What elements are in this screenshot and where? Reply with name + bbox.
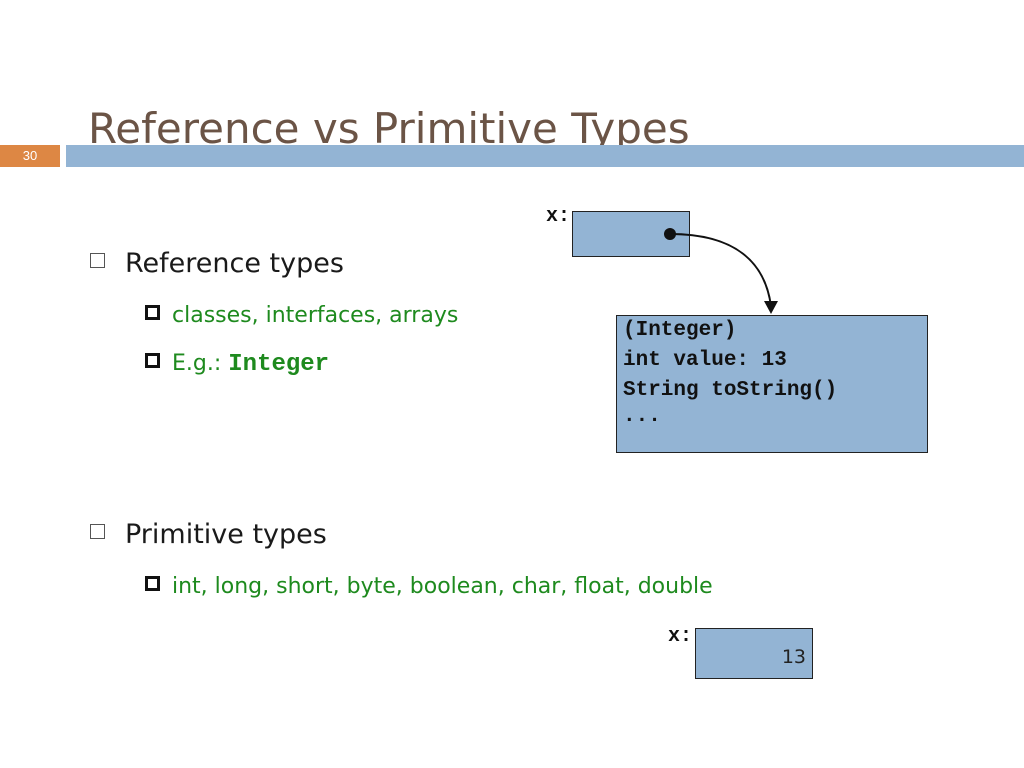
filled-square-bullet-icon [145,576,160,591]
bullet-reference-types: Reference types [90,248,344,279]
sub-bullet-label: classes, interfaces, arrays [172,303,459,328]
object-line: ... [623,405,661,428]
arrowhead-icon [764,301,778,314]
bullet-primitive-types: Primitive types [90,519,327,550]
sub-bullet-reference-example: E.g.: Integer [145,351,329,378]
ref-variable-label: x: [546,205,571,228]
hollow-square-bullet-icon [90,253,105,268]
prim-value: 13 [781,646,806,668]
bullet-reference-label: Reference types [125,248,344,279]
example-prefix: E.g.: [172,351,229,376]
bullet-primitive-label: Primitive types [125,519,327,550]
slide-title: Reference vs Primitive Types [88,104,690,153]
object-line: String toString() [623,379,838,402]
integer-object-box: (Integer) int value: 13 String toString(… [616,315,928,453]
example-code: Integer [228,351,330,378]
prim-variable-cell: 13 [695,628,813,679]
object-line: int value: 13 [623,349,787,372]
filled-square-bullet-icon [145,305,160,320]
sub-bullet-reference-kinds: classes, interfaces, arrays [145,303,458,328]
object-line: (Integer) [623,319,737,342]
hollow-square-bullet-icon [90,524,105,539]
slide-number: 30 [0,145,60,167]
prim-variable-label: x: [668,625,693,648]
title-bar [66,145,1024,167]
sub-bullet-primitive-kinds: int, long, short, byte, boolean, char, f… [145,574,713,599]
filled-square-bullet-icon [145,353,160,368]
sub-bullet-label: int, long, short, byte, boolean, char, f… [172,574,713,599]
